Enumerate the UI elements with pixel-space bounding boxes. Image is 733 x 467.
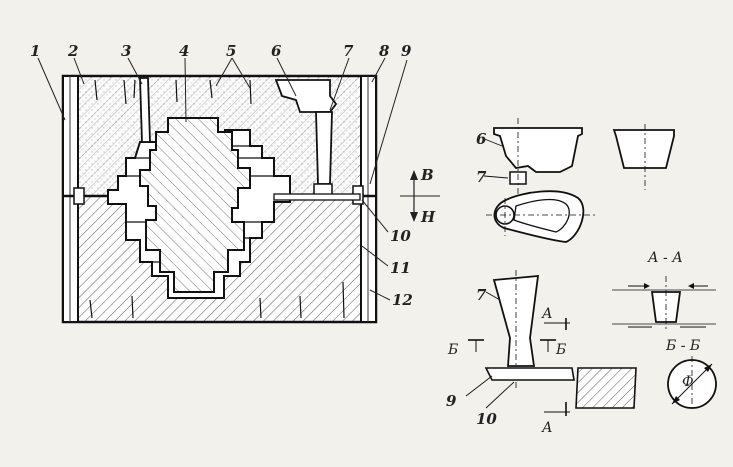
sprue-base-plate — [484, 367, 575, 381]
cup-side-view — [493, 127, 583, 173]
vent-channel — [139, 77, 151, 143]
sprue-label: 7 — [476, 286, 487, 304]
detail-views — [465, 118, 717, 416]
callout-11: 11 — [390, 259, 411, 277]
label-10: 10 — [476, 410, 497, 428]
phi-symbol: Ф — [682, 374, 694, 390]
runner-section — [575, 367, 637, 409]
mold-assembly: 1 2 3 4 5 6 7 8 9 10 11 12 В Н — [30, 42, 440, 324]
cup-label: 6 — [476, 130, 487, 148]
cut-a-bottom: А — [541, 420, 553, 436]
section-b-title: Б - Б — [665, 338, 700, 354]
cavity-steps-left — [108, 157, 160, 263]
callout-4: 4 — [179, 42, 189, 60]
leader-lines — [37, 57, 408, 301]
direction-indicator — [400, 170, 440, 222]
cut-b-right: Б — [555, 342, 566, 358]
callout-5: 5 — [226, 42, 236, 60]
callout-12: 12 — [392, 291, 413, 309]
cup-end-view — [612, 129, 675, 169]
direction-up-label: В — [420, 166, 434, 184]
cut-a-top: А — [541, 306, 553, 322]
core — [139, 117, 251, 293]
callout-9: 9 — [401, 42, 412, 60]
cut-b-left: Б — [447, 342, 458, 358]
callout-2: 2 — [67, 42, 78, 60]
sprue — [315, 111, 333, 185]
nozzle-label: 7 — [476, 168, 487, 186]
locating-pin-left — [73, 187, 85, 205]
cavity-steps-right — [232, 145, 274, 239]
section-a-title: А - А — [647, 250, 683, 266]
sand-vents — [89, 79, 345, 319]
label-9: 9 — [446, 392, 457, 410]
runner — [273, 193, 361, 201]
callout-7: 7 — [343, 42, 354, 60]
callout-10: 10 — [390, 227, 411, 245]
cup-inner-outline — [513, 198, 570, 233]
callout-8: 8 — [379, 42, 390, 60]
callout-3: 3 — [121, 42, 131, 60]
direction-down-label: Н — [420, 208, 436, 226]
callout-6: 6 — [271, 42, 282, 60]
callout-1: 1 — [30, 42, 40, 60]
